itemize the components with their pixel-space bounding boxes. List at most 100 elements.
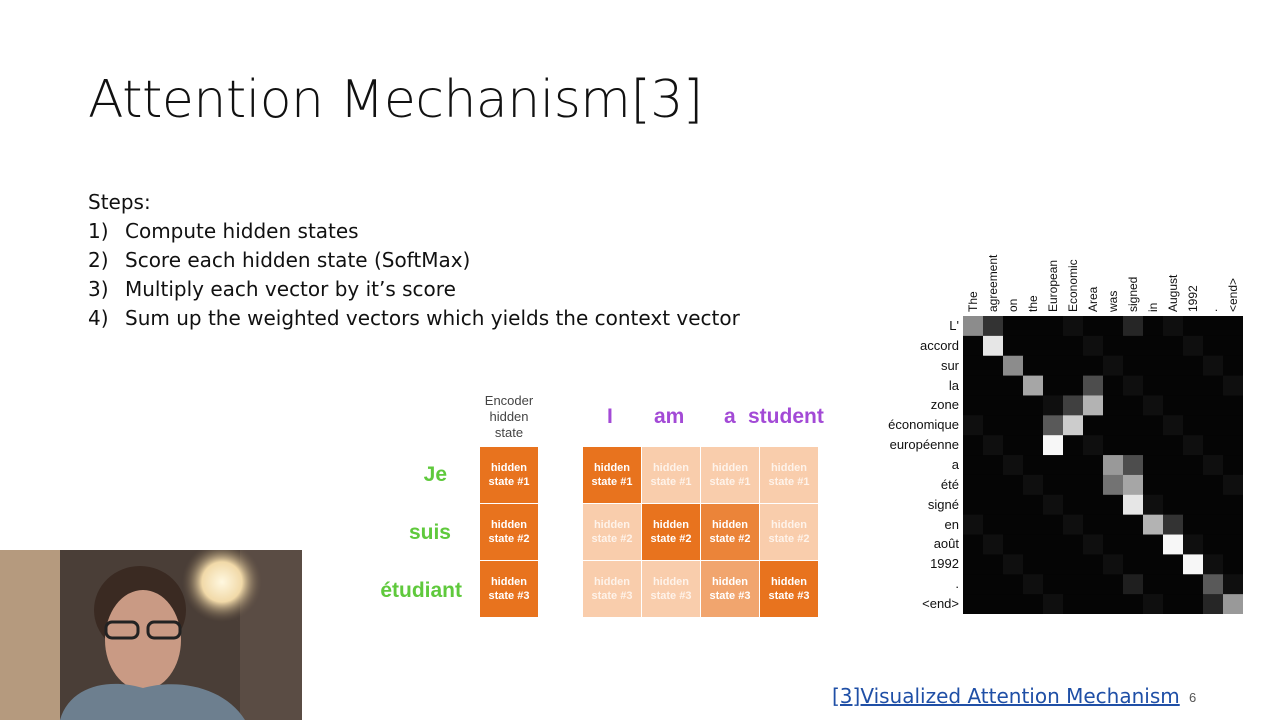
heatmap-cell	[1003, 355, 1024, 376]
heatmap-x-label: the	[1026, 295, 1040, 312]
heatmap-cell	[1203, 335, 1224, 357]
source-word: étudiant	[380, 579, 462, 602]
heatmap-cell	[983, 435, 1004, 456]
heatmap-cell	[1003, 474, 1024, 496]
heatmap-cell	[1043, 316, 1064, 337]
heatmap-cell	[1063, 474, 1084, 496]
heatmap-cell	[1043, 395, 1064, 416]
heatmap-cell	[1203, 375, 1224, 396]
heatmap-cell	[1223, 335, 1243, 357]
reference-link[interactable]: [3]Visualized Attention Mechanism	[832, 684, 1180, 708]
heatmap-x-label: <end>	[1226, 277, 1240, 312]
heatmap-cell	[1063, 554, 1084, 575]
heatmap-cell	[1123, 395, 1144, 416]
heatmap-cell	[1083, 554, 1104, 575]
heatmap-cell	[1163, 514, 1184, 535]
heatmap-x-label: signed	[1126, 276, 1140, 312]
heatmap-cell	[1123, 415, 1144, 436]
heatmap-cell	[1183, 415, 1204, 436]
heatmap-cell	[1003, 534, 1024, 555]
heatmap-cell	[1103, 474, 1124, 496]
heatmap-cell	[1083, 494, 1104, 515]
heatmap-cell	[1203, 494, 1224, 515]
heatmap-cell	[1203, 355, 1224, 376]
heatmap-x-label: Economic	[1066, 259, 1080, 312]
heatmap-cell	[963, 514, 984, 535]
heatmap-cell	[1183, 316, 1204, 337]
heatmap-cell	[1103, 435, 1124, 456]
heatmap-cell	[963, 335, 984, 357]
heatmap-cell	[1143, 435, 1164, 456]
heatmap-cell	[1003, 574, 1024, 595]
step-item: 4)Sum up the weighted vectors which yiel…	[88, 304, 740, 333]
heatmap-cell	[1083, 534, 1104, 555]
heatmap-cell	[963, 375, 984, 396]
source-word: Je	[423, 463, 447, 486]
heatmap-cell	[1183, 455, 1204, 476]
heatmap-cell	[1063, 375, 1084, 396]
heatmap-cell	[1123, 355, 1144, 376]
heatmap-cell	[1183, 514, 1204, 535]
heatmap-cell	[1063, 355, 1084, 376]
heatmap-cell	[1003, 554, 1024, 575]
heatmap-cell	[1123, 455, 1144, 476]
heatmap-cell	[1143, 554, 1164, 575]
heatmap-cell	[1083, 415, 1104, 436]
heatmap-y-label: économique	[888, 417, 959, 433]
heatmap-cell	[1003, 316, 1024, 337]
heatmap-cell	[1083, 435, 1104, 456]
heatmap-cell	[983, 594, 1004, 614]
heatmap-y-label: L'	[949, 317, 959, 333]
heatmap-cell	[1103, 335, 1124, 357]
heatmap-cell	[1183, 474, 1204, 496]
page-number: 6	[1189, 690, 1197, 705]
attention-heatmap	[963, 316, 1243, 614]
heatmap-cell	[1143, 455, 1164, 476]
heatmap-y-label: a	[951, 457, 959, 472]
heatmap-cell	[963, 435, 984, 456]
heatmap-cell	[1143, 514, 1164, 535]
heatmap-cell	[963, 455, 984, 476]
heatmap-cell	[983, 415, 1004, 436]
heatmap-cell	[1203, 594, 1224, 614]
heatmap-cell	[1023, 514, 1044, 535]
heatmap-cell	[1163, 395, 1184, 416]
heatmap-cell	[963, 554, 984, 575]
heatmap-cell	[1163, 534, 1184, 555]
heatmap-x-label: The	[966, 291, 980, 312]
heatmap-cell	[1143, 316, 1164, 337]
source-word: suis	[408, 521, 451, 544]
heatmap-x-label: in	[1146, 302, 1160, 312]
heatmap-cell	[1143, 415, 1164, 436]
heatmap-cell	[983, 474, 1004, 496]
heatmap-cell	[983, 335, 1004, 357]
heatmap-cell	[1023, 554, 1044, 575]
heatmap-cell	[1223, 594, 1243, 614]
heatmap-cell	[1103, 316, 1124, 337]
heatmap-cell	[1203, 474, 1224, 496]
heatmap-cell	[1163, 574, 1184, 595]
heatmap-cell	[1163, 375, 1184, 396]
heatmap-cell	[983, 514, 1004, 535]
heatmap-cell	[1223, 474, 1243, 496]
heatmap-cell	[1183, 395, 1204, 416]
encoder-title: Encoder hidden state	[478, 393, 540, 441]
heatmap-cell	[1103, 574, 1124, 595]
target-word: student	[748, 405, 824, 428]
heatmap-cell	[1043, 574, 1064, 595]
heatmap-y-label: été	[940, 476, 959, 492]
heatmap-cell	[963, 395, 984, 416]
heatmap-cell	[1183, 594, 1204, 614]
heatmap-cell	[1223, 415, 1243, 436]
heatmap-cell	[963, 355, 984, 376]
heatmap-cell	[1023, 574, 1044, 595]
heatmap-cell	[1143, 474, 1164, 496]
heatmap-cell	[1223, 514, 1243, 535]
heatmap-cell	[1183, 355, 1204, 376]
heatmap-cell	[1143, 594, 1164, 614]
heatmap-cell	[1083, 514, 1104, 535]
heatmap-y-label: accord	[919, 337, 959, 353]
